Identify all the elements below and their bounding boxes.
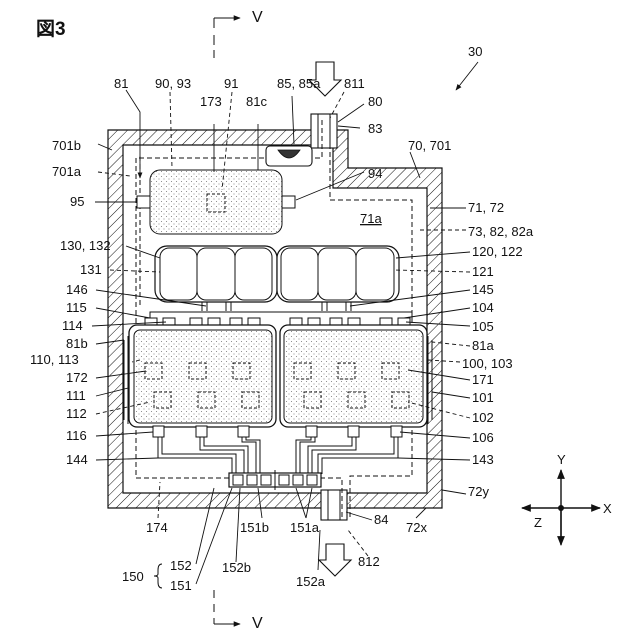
- label-120-122: 120, 122: [472, 244, 523, 259]
- label-116: 116: [66, 428, 87, 443]
- label-95: 95: [70, 194, 84, 209]
- terminal-94: [282, 196, 295, 208]
- label-112: 112: [66, 406, 87, 421]
- label-72x: 72x: [406, 520, 427, 535]
- label-145: 145: [472, 282, 494, 297]
- label-81: 81: [114, 76, 128, 91]
- label-70-701: 70, 701: [408, 138, 451, 153]
- label-152b: 152b: [222, 560, 251, 575]
- axis-x-label: X: [603, 501, 612, 516]
- label-91: 91: [224, 76, 238, 91]
- label-144: 144: [66, 452, 88, 467]
- label-151: 151: [170, 578, 192, 593]
- label-104: 104: [472, 300, 494, 315]
- leader-30: [456, 62, 478, 90]
- label-131: 131: [80, 262, 102, 277]
- label-150: 150: [122, 569, 144, 584]
- label-115: 115: [66, 300, 87, 315]
- label-85-85a: 85, 85a: [277, 76, 321, 91]
- label-80: 80: [368, 94, 382, 109]
- label-701b: 701b: [52, 138, 81, 153]
- label-105: 105: [472, 319, 494, 334]
- label-30: 30: [468, 44, 482, 59]
- label-174: 174: [146, 520, 168, 535]
- label-811: 811: [344, 76, 365, 91]
- label-90-93: 90, 93: [155, 76, 191, 91]
- label-72y: 72y: [468, 484, 489, 499]
- label-812: 812: [358, 554, 380, 569]
- label-114: 114: [62, 318, 83, 333]
- label-101: 101: [472, 390, 494, 405]
- label-121: 121: [472, 264, 494, 279]
- label-100-103: 100, 103: [462, 356, 513, 371]
- label-73-82-82a: 73, 82, 82a: [468, 224, 534, 239]
- label-110-113: 110, 113: [30, 352, 79, 367]
- axis-indicator: Y X Z: [522, 452, 612, 545]
- section-marker-top: V: [214, 9, 263, 58]
- label-146: 146: [66, 282, 88, 297]
- section-label-bottom: V: [252, 615, 263, 632]
- battery-module-120: [277, 246, 399, 302]
- label-173: 173: [200, 94, 222, 109]
- label-94: 94: [368, 166, 382, 181]
- label-171: 171: [472, 372, 494, 387]
- label-130-132: 130, 132: [60, 238, 111, 253]
- wiring-harness: [158, 437, 398, 474]
- label-172: 172: [66, 370, 88, 385]
- label-71a: 71a: [360, 211, 382, 226]
- axis-y-label: Y: [557, 452, 566, 467]
- reference-labels: 30 81 90, 93 91 85, 85a 811 80 173 81c 8…: [30, 44, 534, 593]
- label-81c: 81c: [246, 94, 267, 109]
- connector-145-146: [150, 302, 412, 318]
- label-81b: 81b: [66, 336, 88, 351]
- battery-module-110: [129, 325, 276, 427]
- connector-150: [229, 470, 321, 490]
- inlet-pipe: [311, 114, 337, 148]
- outflow-arrow: [319, 544, 351, 576]
- label-701a: 701a: [52, 164, 82, 179]
- outlet-pipe: [321, 490, 347, 520]
- battery-module-130: [155, 246, 277, 302]
- label-152a: 152a: [296, 574, 326, 589]
- label-81a: 81a: [472, 338, 494, 353]
- label-106: 106: [472, 430, 494, 445]
- label-151b: 151b: [240, 520, 269, 535]
- label-102: 102: [472, 410, 494, 425]
- label-83: 83: [368, 121, 382, 136]
- label-71-72: 71, 72: [468, 200, 504, 215]
- label-84: 84: [374, 512, 388, 527]
- terminal-95: [137, 196, 150, 208]
- label-111: 111: [66, 388, 86, 403]
- section-label-top: V: [252, 9, 263, 26]
- label-152: 152: [170, 558, 192, 573]
- battery-module-90: [150, 170, 282, 234]
- axis-z-label: Z: [534, 515, 542, 530]
- battery-module-100: [280, 325, 427, 427]
- section-marker-bottom: V: [214, 590, 263, 632]
- label-143: 143: [472, 452, 494, 467]
- figure-title: 図3: [36, 18, 66, 40]
- label-151a: 151a: [290, 520, 320, 535]
